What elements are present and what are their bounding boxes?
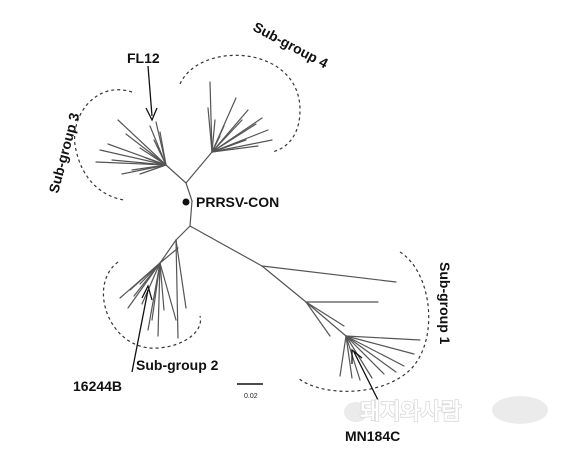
subgroup-label-1: Sub-group 1 [437, 262, 453, 345]
subgroup-label-2: Sub-group 2 [136, 357, 219, 373]
strain-label-16244b: 16244B [73, 378, 122, 394]
subgroup-1-branches [261, 265, 421, 381]
subgroup-4-arc [179, 54, 301, 153]
subgroup-label-3: Sub-group 3 [45, 111, 82, 195]
subgroup-2-branches [119, 239, 187, 339]
subgroup-1-arc [297, 251, 430, 392]
root-label: PRRSV-CON [196, 194, 279, 210]
fl12-arrow-line [147, 65, 153, 117]
strain-label-mn184c: MN184C [345, 428, 400, 444]
subgroup-4-branches [207, 81, 273, 153]
watermark-text: 돼지와사람 [360, 400, 461, 425]
watermark-logo: 돼지와사람 [344, 396, 548, 426]
subgroup-3-arc [74, 89, 133, 201]
16244b-arrowhead [141, 284, 153, 301]
root-node-dot [182, 198, 190, 206]
16244b-arrow-line [131, 289, 149, 373]
strain-label-fl12: FL12 [127, 50, 160, 66]
subgroup-label-4: Sub-group 4 [251, 19, 331, 72]
tree-backbone [159, 151, 347, 337]
fl12-arrowhead [145, 107, 158, 122]
scale-bar-label: 0.02 [244, 393, 258, 400]
mn184c-arrow-line [353, 351, 379, 401]
subgroup-3-branches [95, 119, 167, 175]
mn184c-arrowhead [351, 348, 363, 364]
subgroup-2-arc [102, 261, 202, 349]
